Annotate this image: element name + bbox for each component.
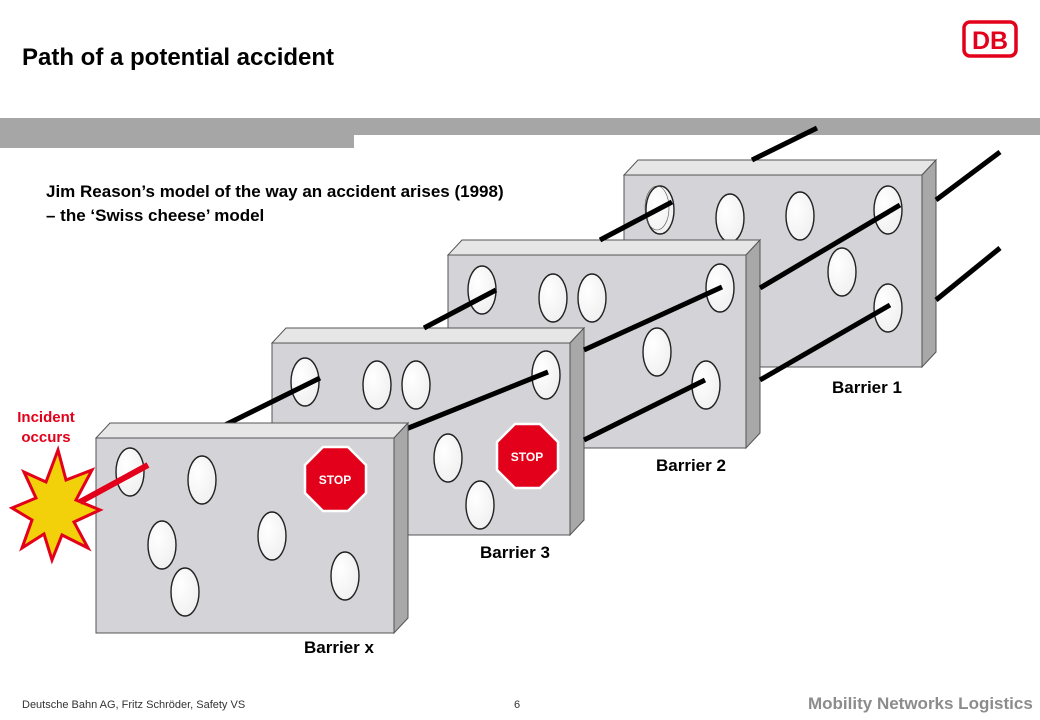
model-description-line2: – the ‘Swiss cheese’ model bbox=[46, 206, 265, 225]
stop-sign-barrier-3-text: STOP bbox=[511, 450, 543, 464]
barrier-x-holes bbox=[115, 447, 360, 617]
incident-label: Incident occurs bbox=[14, 408, 78, 448]
incident-label-line1: Incident bbox=[17, 409, 75, 426]
stop-sign-barrier-3: STOP bbox=[495, 422, 560, 490]
db-logo-text: DB bbox=[972, 27, 1008, 55]
db-logo: DB bbox=[962, 20, 1018, 58]
footer-tagline: Mobility Networks Logistics bbox=[808, 694, 1033, 713]
header-band-accent bbox=[0, 135, 354, 148]
barrier-1-label: Barrier 1 bbox=[832, 378, 902, 397]
barrier-x-label: Barrier x bbox=[304, 638, 374, 657]
accident-trajectory-lines-back bbox=[223, 125, 1002, 443]
page-title: Path of a potential accident bbox=[22, 44, 335, 71]
barrier-3-holes bbox=[290, 350, 561, 530]
footer-author: Deutsche Bahn AG, Fritz Schröder, Safety… bbox=[22, 699, 246, 711]
barrier-x bbox=[94, 421, 410, 635]
footer-page-number: 6 bbox=[514, 699, 521, 711]
header-band bbox=[0, 118, 1040, 135]
incident-label-line2: occurs bbox=[21, 429, 71, 446]
model-description-line1: Jim Reason’s model of the way an acciden… bbox=[46, 182, 504, 201]
model-description: Jim Reason’s model of the way an acciden… bbox=[46, 180, 504, 228]
stop-sign-barrier-x: STOP bbox=[303, 445, 368, 513]
incident-trajectory-line bbox=[78, 462, 150, 505]
barrier-2-label: Barrier 2 bbox=[656, 456, 726, 475]
barrier-1-holes bbox=[644, 185, 903, 333]
stop-sign-barrier-x-text: STOP bbox=[319, 473, 351, 487]
incident-burst-icon bbox=[8, 445, 104, 565]
barrier-3-label: Barrier 3 bbox=[480, 543, 550, 562]
